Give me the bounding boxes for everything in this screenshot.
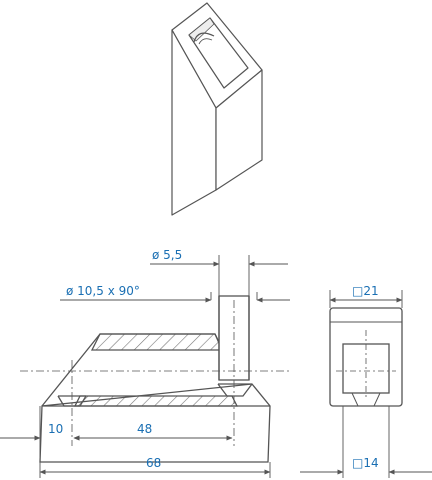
- countersink-left: [57, 395, 87, 407]
- iso-opening-depth: [188, 17, 215, 42]
- countersink-right: [217, 383, 253, 397]
- side-dimensions: [300, 290, 432, 478]
- iso-countersink: [193, 32, 215, 43]
- label-dim-68: 68: [146, 456, 161, 470]
- side-countersink: [351, 392, 381, 407]
- label-width-outer: □21: [352, 284, 379, 298]
- dimension-labels: ø 5,5 ø 10,5 x 90° □21 10 48 68 □14: [48, 248, 379, 470]
- label-width-inner: □14: [352, 456, 379, 470]
- hatch-top: [90, 333, 223, 351]
- front-outline: [39, 333, 271, 463]
- side-view: [329, 307, 403, 407]
- label-hole-diameter: ø 5,5: [152, 248, 182, 262]
- isometric-view: [171, 2, 263, 216]
- front-view: [20, 295, 290, 463]
- label-dim-48: 48: [137, 422, 152, 436]
- hatch-bottom: [73, 395, 239, 407]
- label-countersink: ø 10,5 x 90°: [66, 284, 140, 298]
- label-dim-10: 10: [48, 422, 63, 436]
- iso-right-face: [215, 69, 263, 191]
- front-dimensions: [0, 255, 290, 478]
